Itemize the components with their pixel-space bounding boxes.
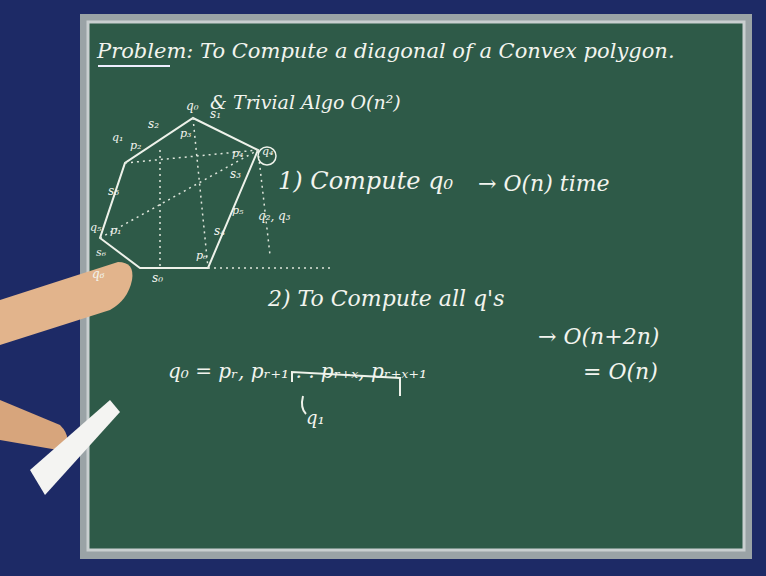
vertex-label: s₆	[96, 247, 106, 259]
vertex-label: s₁	[210, 108, 221, 121]
board-note: 2) To Compute all q's	[268, 287, 504, 311]
vertex-label: q₀	[186, 100, 199, 113]
vertex-label: p₆	[196, 250, 207, 262]
board-note: → O(n+2n)	[538, 325, 659, 349]
vertex-label: q₄	[262, 146, 273, 158]
vertex-label: s₂	[148, 118, 159, 131]
vertex-label: q₅	[90, 222, 101, 234]
vertex-label: s₅	[108, 185, 119, 198]
vertex-label: p₄	[232, 148, 243, 160]
vertex-label: p₁	[110, 225, 121, 237]
vertex-label: p₃	[180, 128, 191, 140]
board-note: = O(n)	[583, 360, 658, 384]
vertex-label: q₆	[92, 268, 105, 281]
vertex-label: s₀	[152, 272, 163, 285]
vertex-label: q₁	[112, 132, 123, 144]
vertex-label: s₃	[230, 168, 241, 181]
board-note: → O(n) time	[478, 172, 610, 196]
board-note: 1) Compute q₀	[278, 168, 453, 194]
vertex-label: p₂	[130, 140, 141, 152]
vertex-label: p₅	[232, 205, 243, 217]
board-title: Problem: To Compute a diagonal of a Conv…	[97, 40, 675, 63]
board-note: q₀ = pᵣ, pᵣ₊₁ . . pᵣ₊ₓ, pᵣ₊ₓ₊₁	[168, 360, 427, 382]
board-note: & Trivial Algo O(n²)	[210, 92, 401, 113]
vertex-label: s₄	[214, 225, 225, 238]
vertex-label: q₂, q₃	[258, 210, 291, 223]
board-note: q₁	[306, 408, 325, 428]
